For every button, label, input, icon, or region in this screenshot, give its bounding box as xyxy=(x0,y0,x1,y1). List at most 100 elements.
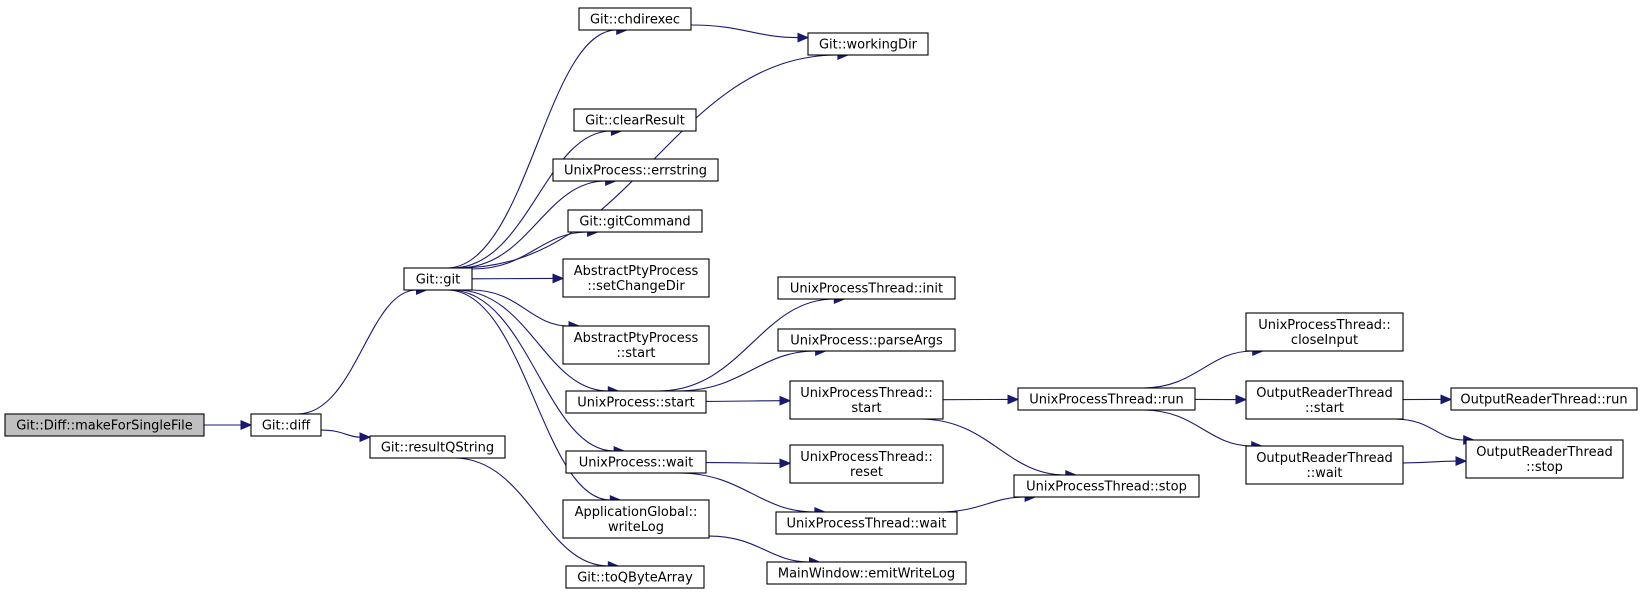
node-box xyxy=(789,444,944,484)
node-ortwait[interactable]: OutputReaderThread::wait xyxy=(1245,445,1404,485)
node-label: UnixProcessThread::stop xyxy=(1026,480,1187,495)
node-label: Git::workingDir xyxy=(819,38,918,53)
node-box xyxy=(1245,312,1404,352)
node-box xyxy=(1017,387,1196,411)
node-label: OutputReaderThread xyxy=(1256,451,1393,466)
node-resultqstring[interactable]: Git::resultQString xyxy=(369,435,506,459)
node-box xyxy=(1450,387,1638,411)
edge-git-to-clearresult xyxy=(451,126,623,269)
node-label: OutputReaderThread::run xyxy=(1460,393,1627,408)
edge-uptrun-to-ortstart xyxy=(1194,394,1248,405)
node-box xyxy=(562,325,710,365)
node-label: UnixProcess::errstring xyxy=(564,164,707,179)
node-label: UnixProcessThread:: xyxy=(1258,318,1391,333)
node-label: Git::clearResult xyxy=(585,114,685,129)
node-aptystart[interactable]: AbstractPtyProcess::start xyxy=(562,325,710,365)
edge-ortwait-to-ortstop xyxy=(1402,456,1468,467)
node-box xyxy=(4,413,205,437)
node-label: ::start xyxy=(616,346,655,361)
node-box xyxy=(369,435,506,459)
node-label: ::wait xyxy=(1306,466,1342,481)
node-label: Git::git xyxy=(416,273,461,288)
edge-uptstart-to-uptrun xyxy=(942,394,1020,405)
edge-uptrun-to-closeinput xyxy=(1142,346,1264,389)
node-label: Git::chdirexec xyxy=(590,13,680,28)
node-label: MainWindow::emitWriteLog xyxy=(778,567,955,582)
edge-diff-to-resultqstring xyxy=(320,429,372,443)
node-errstring[interactable]: UnixProcess::errstring xyxy=(552,158,719,182)
node-closeinput[interactable]: UnixProcessThread::closeInput xyxy=(1245,312,1404,352)
node-label: UnixProcessThread:: xyxy=(800,386,933,401)
node-box xyxy=(562,258,710,298)
node-box xyxy=(562,499,710,539)
node-label: OutputReaderThread xyxy=(1256,386,1393,401)
node-box xyxy=(565,450,707,474)
node-label: UnixProcess::start xyxy=(577,396,694,411)
node-box xyxy=(403,267,473,291)
node-uptwait[interactable]: UnixProcessThread::wait xyxy=(775,511,958,535)
node-box xyxy=(250,413,322,437)
node-uptreset[interactable]: UnixProcessThread::reset xyxy=(789,444,944,484)
node-uptrun[interactable]: UnixProcessThread::run xyxy=(1017,387,1196,411)
node-box xyxy=(573,108,697,132)
node-uptinit[interactable]: UnixProcessThread::init xyxy=(777,276,956,300)
node-uptstop[interactable]: UnixProcessThread::stop xyxy=(1013,474,1200,498)
node-label: writeLog xyxy=(608,520,664,535)
node-label: Git::gitCommand xyxy=(579,215,690,230)
edge-git-to-upwait xyxy=(449,289,626,456)
node-label: Git::diff xyxy=(262,419,311,434)
node-box xyxy=(777,328,956,352)
node-setchangedir[interactable]: AbstractPtyProcess::setChangeDir xyxy=(562,258,710,298)
node-ortrun[interactable]: OutputReaderThread::run xyxy=(1450,387,1638,411)
node-box xyxy=(578,7,692,31)
node-git[interactable]: Git::git xyxy=(403,267,473,291)
node-upwait[interactable]: UnixProcess::wait xyxy=(565,450,707,474)
edge-ortstart-to-ortstop xyxy=(1395,418,1475,445)
node-label: AbstractPtyProcess xyxy=(574,331,699,346)
node-label: UnixProcess::parseArgs xyxy=(790,334,943,349)
node-writelog[interactable]: ApplicationGlobal::writeLog xyxy=(562,499,710,539)
node-box xyxy=(552,158,719,182)
node-parseargs[interactable]: UnixProcess::parseArgs xyxy=(777,328,956,352)
node-label: ApplicationGlobal:: xyxy=(575,505,698,520)
node-label: UnixProcessThread::init xyxy=(790,282,943,297)
node-label: ::start xyxy=(1305,401,1344,416)
node-box xyxy=(789,380,944,420)
node-gitcommand[interactable]: Git::gitCommand xyxy=(567,209,703,233)
edge-ortstart-to-ortrun xyxy=(1402,394,1453,405)
node-uptstart[interactable]: UnixProcessThread::start xyxy=(789,380,944,420)
node-upstart[interactable]: UnixProcess::start xyxy=(565,390,707,414)
edge-chdirexec-to-workingdir xyxy=(690,24,810,43)
node-label: Git::toQByteArray xyxy=(577,571,693,586)
node-label: start xyxy=(851,401,881,416)
node-toqbytearray[interactable]: Git::toQByteArray xyxy=(565,565,705,589)
edge-makeforsinglefile-to-diff xyxy=(203,420,253,430)
node-emitwritelog[interactable]: MainWindow::emitWriteLog xyxy=(766,561,967,585)
edge-git-to-setchangedir xyxy=(471,273,565,284)
node-diff[interactable]: Git::diff xyxy=(250,413,322,437)
edge-diff-to-git xyxy=(297,285,428,415)
node-box xyxy=(807,32,929,56)
node-workingdir[interactable]: Git::workingDir xyxy=(807,32,929,56)
node-label: AbstractPtyProcess xyxy=(574,264,699,279)
node-box xyxy=(567,209,703,233)
node-label: ::stop xyxy=(1526,460,1563,475)
node-box xyxy=(565,390,707,414)
node-label: ::setChangeDir xyxy=(587,279,685,294)
node-makeforsinglefile[interactable]: Git::Diff::makeForSingleFile xyxy=(4,413,205,437)
node-label: Git::Diff::makeForSingleFile xyxy=(16,419,193,434)
node-clearresult[interactable]: Git::clearResult xyxy=(573,108,697,132)
node-chdirexec[interactable]: Git::chdirexec xyxy=(578,7,692,31)
node-ortstop[interactable]: OutputReaderThread::stop xyxy=(1465,439,1624,479)
node-box xyxy=(565,565,705,589)
edge-uptrun-to-ortwait xyxy=(1142,409,1263,451)
edge-upwait-to-uptreset xyxy=(705,458,792,469)
node-box xyxy=(1245,380,1404,420)
node-box xyxy=(1013,474,1200,498)
node-label: UnixProcessThread:: xyxy=(800,450,933,465)
node-ortstart[interactable]: OutputReaderThread::start xyxy=(1245,380,1404,420)
node-label: Git::resultQString xyxy=(381,441,494,456)
node-label: OutputReaderThread xyxy=(1476,445,1613,460)
